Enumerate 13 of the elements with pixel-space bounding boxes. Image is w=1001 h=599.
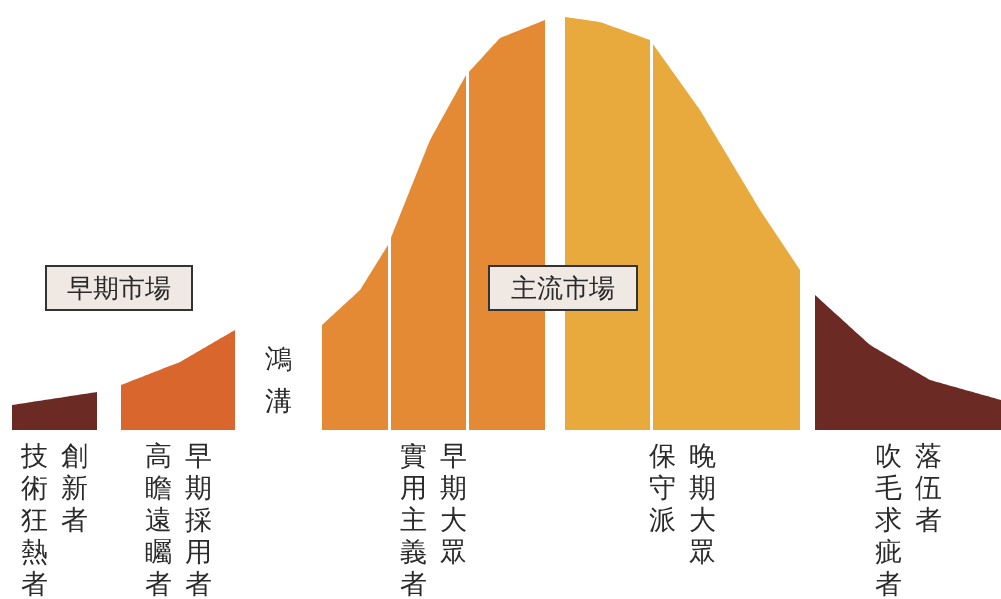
- segment-label: 創新者: [60, 440, 89, 536]
- segment-label: 早期大眾: [439, 440, 468, 568]
- segment-label: 晚期大眾: [688, 440, 717, 568]
- segment-label: 落伍者: [914, 440, 942, 536]
- market-label-box: 主流市場: [488, 265, 638, 311]
- segment-label: 早期採用者: [184, 440, 212, 599]
- segment-description: 保守派: [648, 440, 677, 536]
- market-label-box: 早期市場: [45, 265, 193, 311]
- chasm-label: 鴻溝: [264, 342, 292, 418]
- segment-description: 吹毛求疵者: [874, 440, 902, 599]
- segment-description: 實用主義者: [399, 440, 428, 599]
- segment-description: 高瞻遠矚者: [144, 440, 172, 599]
- segment-description: 技術狂熱者: [20, 440, 49, 599]
